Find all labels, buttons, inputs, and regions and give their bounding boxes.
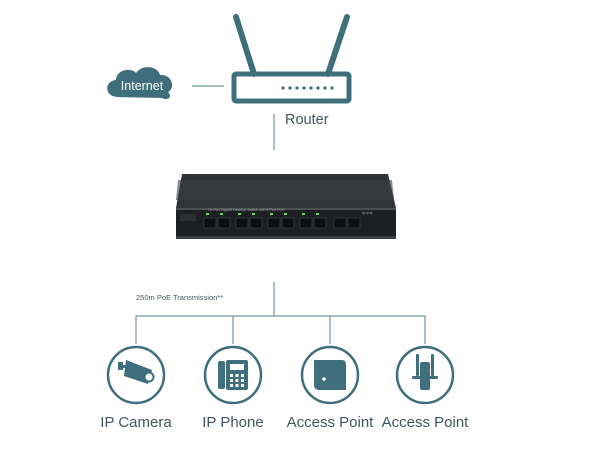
device-label: Access Point bbox=[382, 414, 470, 431]
switch-panel-text: 16-Port Gigabit Desktop Switch with 8-Po… bbox=[208, 208, 286, 212]
poe-switch-icon: tp-link bbox=[176, 174, 396, 239]
poe-switch: tp-link 16-Port Gigabit Desktop Switch w… bbox=[176, 174, 396, 239]
ip-camera-icon bbox=[118, 360, 155, 384]
internet-node: Internet bbox=[107, 67, 173, 100]
router-node: Router bbox=[231, 14, 352, 128]
ceiling-access-point-icon bbox=[314, 360, 346, 390]
device-label: IP Phone bbox=[202, 414, 263, 431]
transmission-label: 250m PoE Transmission** bbox=[136, 293, 223, 302]
device-ip-phone: IP Phone bbox=[202, 345, 264, 431]
outdoor-access-point-icon bbox=[412, 354, 438, 390]
device-label: Access Point bbox=[287, 414, 375, 431]
device-label: IP Camera bbox=[100, 414, 172, 431]
device-ip-camera: IP Camera bbox=[100, 345, 172, 431]
svg-text:tp-link: tp-link bbox=[362, 210, 373, 215]
internet-label: Internet bbox=[121, 79, 164, 93]
device-access-point-outdoor: Access Point bbox=[382, 345, 470, 431]
cloud-icon bbox=[107, 67, 173, 100]
ip-phone-icon bbox=[218, 360, 248, 390]
router-icon bbox=[231, 14, 352, 104]
device-access-point-ceiling: Access Point bbox=[287, 345, 375, 431]
device-distribution-line bbox=[135, 315, 426, 344]
router-label: Router bbox=[285, 112, 329, 128]
